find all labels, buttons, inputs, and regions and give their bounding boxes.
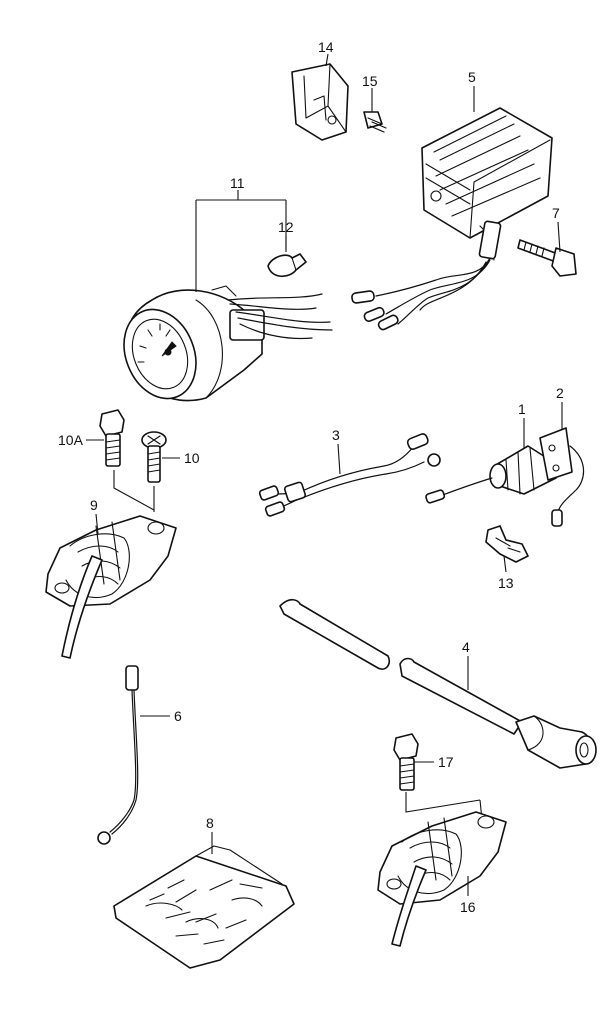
callout-15: 15: [362, 73, 378, 89]
part-11-wires: [227, 293, 333, 340]
callout-17: 17: [438, 754, 454, 770]
part-3-harness: [258, 433, 441, 517]
leader-lines: [86, 53, 563, 896]
callout-8: 8: [206, 815, 214, 831]
assembly-line-10-9: [113, 470, 155, 512]
part-1-switch: [425, 445, 557, 504]
callout-5: 5: [468, 69, 476, 85]
part-14-bracket: [291, 63, 349, 141]
part-5-rectifier: [421, 107, 553, 261]
part-2-plate: [539, 427, 585, 527]
callout-10: 10: [184, 450, 200, 466]
part-4-cable: [279, 598, 597, 769]
part-17-bolt: [393, 733, 419, 791]
part-6-wire: [97, 665, 139, 845]
callout-13: 13: [498, 575, 514, 591]
part-10a-bolt: [99, 409, 125, 467]
part-9-coil: [45, 515, 177, 659]
callout-3: 3: [332, 427, 340, 443]
part-16-coil: [377, 811, 507, 947]
callout-1: 1: [518, 401, 526, 417]
part-11-gauge: [123, 285, 265, 402]
callout-12: 12: [278, 219, 294, 235]
part-7-bolt: [517, 239, 577, 277]
part-12-bulb: [267, 253, 307, 278]
callout-10a: 10A: [58, 432, 84, 448]
callout-2: 2: [556, 385, 564, 401]
part-10-screw: [141, 431, 167, 483]
callout-14: 14: [318, 39, 334, 55]
callout-6: 6: [174, 708, 182, 724]
part-15-screw: [363, 111, 387, 133]
part-13-clip: [485, 525, 529, 563]
callout-7: 7: [552, 205, 560, 221]
callout-11: 11: [230, 175, 245, 191]
callout-9: 9: [90, 497, 98, 513]
part-8-bag: [113, 845, 295, 969]
callout-4: 4: [462, 639, 470, 655]
callout-16: 16: [460, 899, 476, 915]
part-5-wires: [351, 257, 491, 331]
